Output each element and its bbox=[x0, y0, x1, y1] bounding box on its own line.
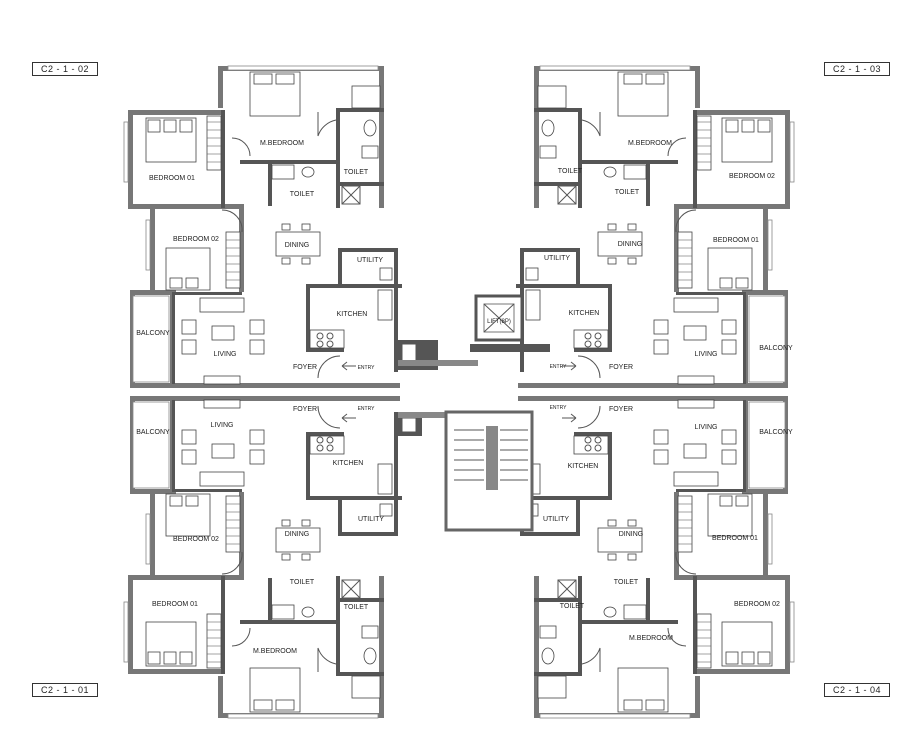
label-bedroom01-03: BEDROOM 01 bbox=[713, 237, 759, 244]
unit-label-c2-1-01: C2 - 1 - 01 bbox=[32, 683, 98, 697]
unit-label-c2-1-02: C2 - 1 - 02 bbox=[32, 62, 98, 76]
label-foyer-01: FOYER bbox=[293, 406, 317, 413]
label-bedroom02-03: BEDROOM 02 bbox=[729, 173, 775, 180]
label-kitchen-04: KITCHEN bbox=[568, 463, 599, 470]
label-dining-02: DINING bbox=[285, 242, 310, 249]
label-kitchen-01: KITCHEN bbox=[333, 460, 364, 467]
label-utility-04: UTILITY bbox=[543, 516, 569, 523]
label-toilet-04b: TOILET bbox=[560, 603, 585, 610]
label-bedroom01-02: BEDROOM 01 bbox=[149, 175, 195, 182]
label-m-bedroom-03: M.BEDROOM bbox=[628, 140, 672, 147]
label-foyer-02: FOYER bbox=[293, 364, 317, 371]
label-entry-03: ENTRY bbox=[550, 364, 568, 370]
label-entry-04: ENTRY bbox=[550, 405, 568, 411]
label-foyer-04: FOYER bbox=[609, 406, 633, 413]
label-bedroom02-04: BEDROOM 02 bbox=[734, 601, 780, 608]
label-m-bedroom-02: M.BEDROOM bbox=[260, 140, 304, 147]
label-dining-04: DINING bbox=[619, 531, 644, 538]
label-entry-02: ENTRY bbox=[358, 365, 376, 371]
label-balcony-03: BALCONY bbox=[759, 345, 793, 352]
label-lift: LIFT(8P) bbox=[487, 319, 511, 325]
unit-label-c2-1-04: C2 - 1 - 04 bbox=[824, 683, 890, 697]
label-balcony-02: BALCONY bbox=[136, 330, 170, 337]
label-toilet-02b: TOILET bbox=[344, 169, 369, 176]
label-bedroom02-02: BEDROOM 02 bbox=[173, 236, 219, 243]
label-utility-01: UTILITY bbox=[358, 516, 384, 523]
label-bedroom01-04: BEDROOM 01 bbox=[712, 535, 758, 542]
label-living-04: LIVING bbox=[695, 424, 718, 431]
label-toilet-03a: TOILET bbox=[558, 168, 583, 175]
label-bedroom01-01: BEDROOM 01 bbox=[152, 601, 198, 608]
label-toilet-01b: TOILET bbox=[344, 604, 369, 611]
label-dining-03: DINING bbox=[618, 241, 643, 248]
label-living-02: LIVING bbox=[214, 351, 237, 358]
label-kitchen-03: KITCHEN bbox=[569, 310, 600, 317]
label-bedroom02-01: BEDROOM 02 bbox=[173, 536, 219, 543]
label-dining-01: DINING bbox=[285, 531, 310, 538]
label-toilet-01a: TOILET bbox=[290, 579, 315, 586]
label-balcony-01: BALCONY bbox=[136, 429, 170, 436]
label-utility-03: UTILITY bbox=[544, 255, 570, 262]
label-m-bedroom-01: M.BEDROOM bbox=[253, 648, 297, 655]
label-utility-02: UTILITY bbox=[357, 257, 383, 264]
label-kitchen-02: KITCHEN bbox=[337, 311, 368, 318]
label-foyer-03: FOYER bbox=[609, 364, 633, 371]
label-toilet-02a: TOILET bbox=[290, 191, 315, 198]
label-balcony-04: BALCONY bbox=[759, 429, 793, 436]
label-m-bedroom-04: M.BEDROOM bbox=[629, 635, 673, 642]
label-entry-01: ENTRY bbox=[358, 406, 376, 412]
label-living-01: LIVING bbox=[211, 422, 234, 429]
label-toilet-04a: TOILET bbox=[614, 579, 639, 586]
label-living-03: LIVING bbox=[695, 351, 718, 358]
unit-label-c2-1-03: C2 - 1 - 03 bbox=[824, 62, 890, 76]
label-toilet-03b: TOILET bbox=[615, 189, 640, 196]
